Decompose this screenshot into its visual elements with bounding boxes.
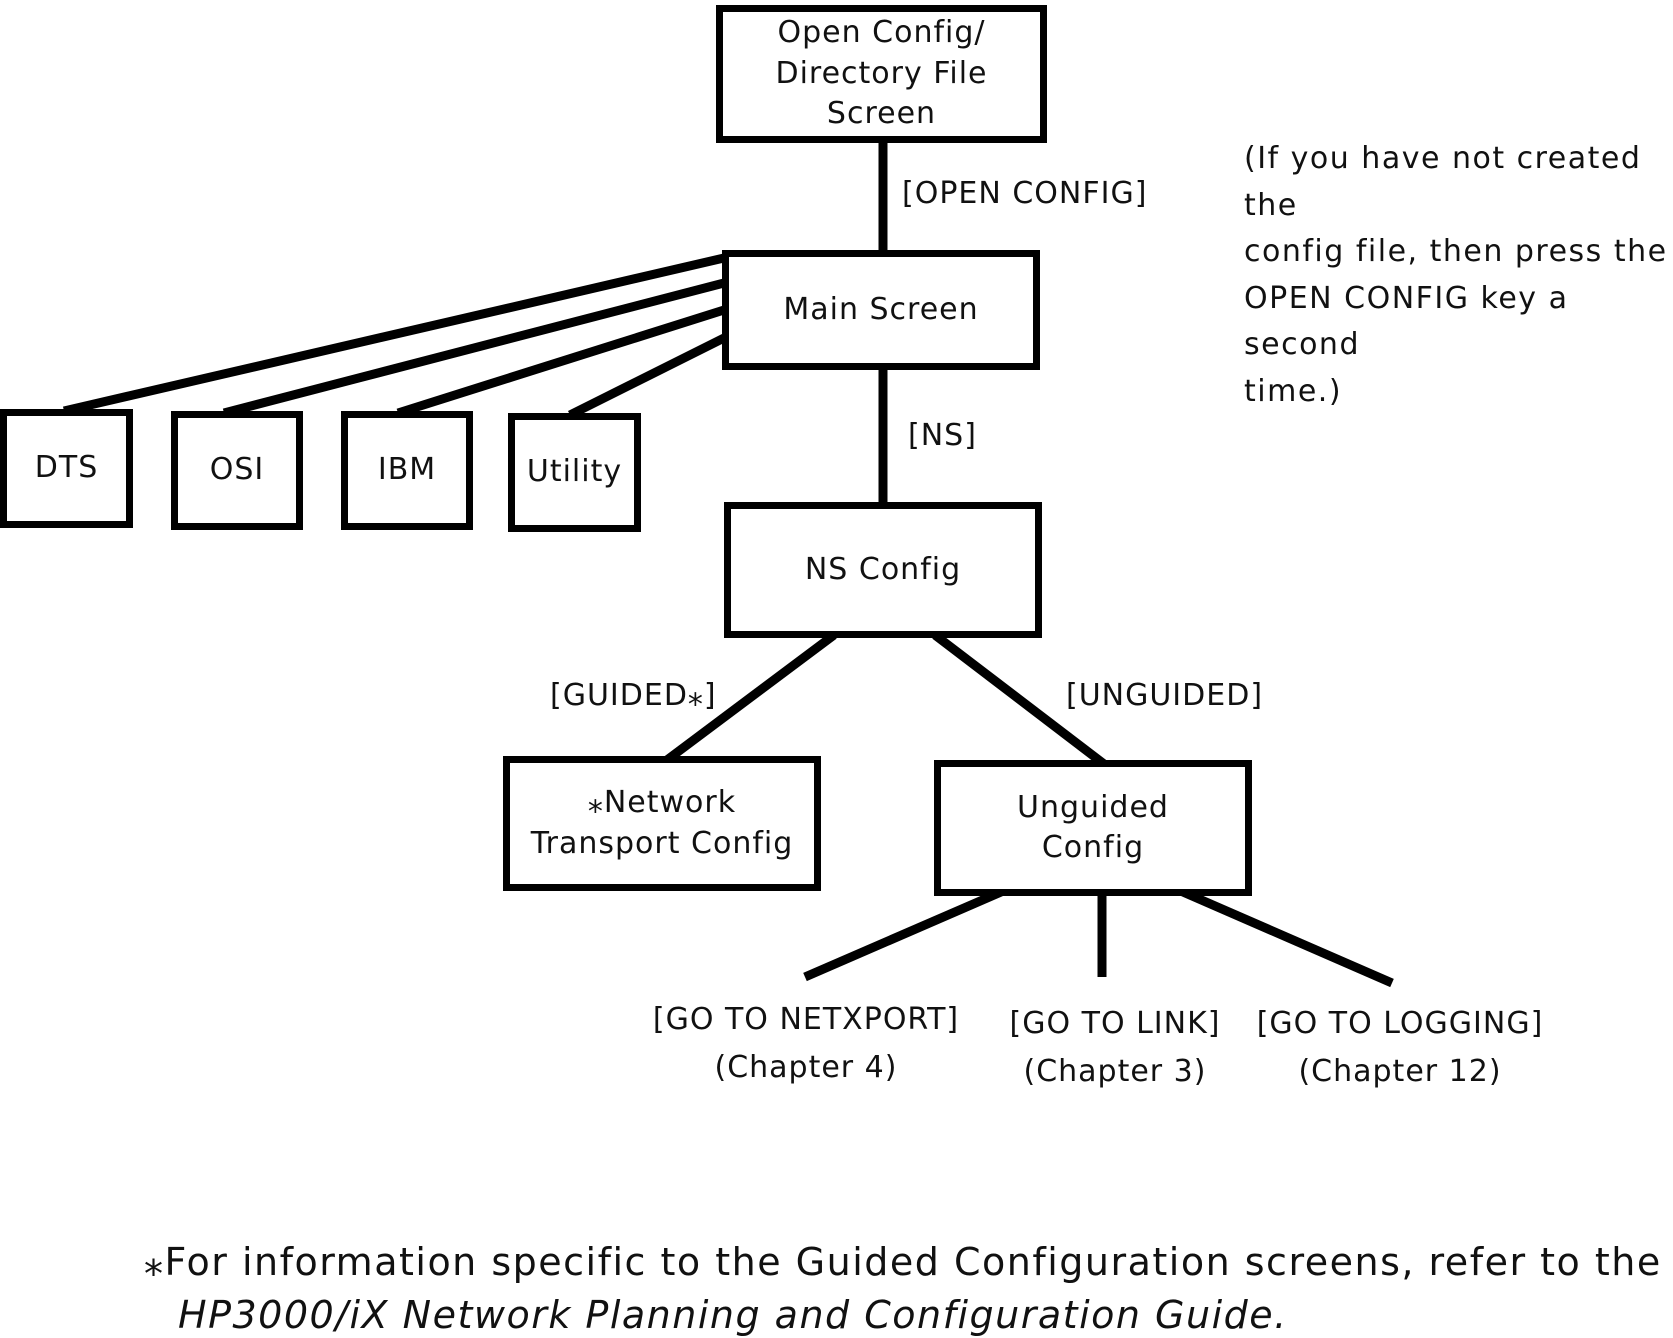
- connector-main-to-osi: [222, 278, 726, 418]
- connector-ns-to-guided: [664, 631, 837, 764]
- connector-main-to-utility: [567, 333, 727, 420]
- ibm-box: IBM: [341, 411, 473, 530]
- connector-main-to-dts: [62, 253, 726, 416]
- unguided-config-box: Unguided Config: [934, 760, 1252, 896]
- osi-box: OSI: [171, 411, 303, 530]
- ns-config-box: NS Config: [724, 502, 1042, 638]
- netxport-destination-label: [GO TO NETXPORT] (Chapter 4): [652, 1002, 960, 1085]
- footnote: ⁎For information specific to the Guided …: [144, 1236, 1664, 1338]
- ns-key-label: [NS]: [908, 418, 977, 453]
- connector-unguided-to-logging: [1181, 887, 1394, 988]
- connector-unguided-to-netxport: [803, 887, 1003, 982]
- dts-box: DTS: [0, 409, 133, 528]
- open-config-directory-box: Open Config/ Directory File Screen: [716, 5, 1047, 143]
- logging-destination-label: [GO TO LOGGING] (Chapter 12): [1256, 1006, 1544, 1089]
- footnote-text: ⁎For information specific to the Guided …: [144, 1240, 1662, 1284]
- footnote-reference: HP3000/iX Network Planning and Configura…: [178, 1293, 1288, 1338]
- unguided-key-label: [UNGUIDED]: [1066, 678, 1264, 713]
- link-destination-label: [GO TO LINK] (Chapter 3): [1009, 1006, 1221, 1089]
- main-screen-box: Main Screen: [722, 250, 1040, 370]
- network-transport-config-box: ⁎Network Transport Config: [503, 756, 821, 891]
- side-note: (If you have not created the config file…: [1244, 141, 1668, 409]
- utility-box: Utility: [508, 413, 641, 532]
- connector-main-to-ibm: [396, 305, 726, 418]
- open-config-key-label: [OPEN CONFIG]: [902, 176, 1148, 211]
- guided-key-label: [GUIDED⁎]: [550, 678, 717, 713]
- connector-ns-to-unguided: [932, 631, 1107, 768]
